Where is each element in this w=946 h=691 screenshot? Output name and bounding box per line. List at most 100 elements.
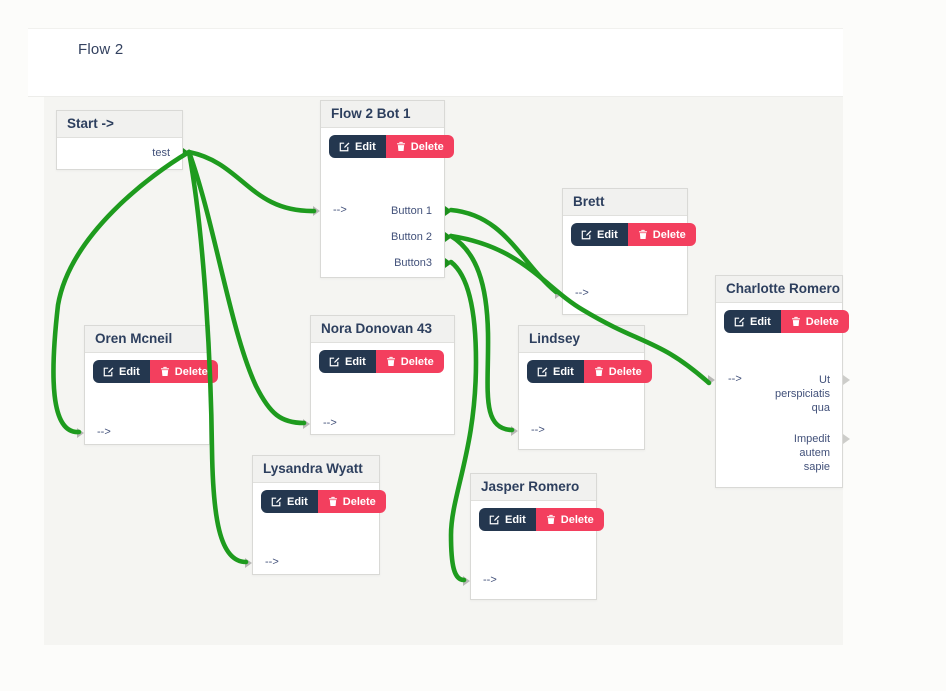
node-title[interactable]: Flow 2 Bot 1 [321, 101, 444, 128]
node-title[interactable]: Nora Donovan 43 [311, 316, 454, 343]
edit-button[interactable]: Edit [527, 360, 584, 383]
edit-button-label: Edit [355, 140, 376, 153]
delete-button-label: Delete [342, 495, 376, 508]
trash-icon [546, 514, 555, 524]
input-port-label: --> [97, 426, 111, 438]
input-port-icon[interactable] [463, 576, 470, 586]
node-actions: Edit Delete [571, 223, 696, 246]
port-row: Button 2 [321, 229, 452, 245]
edit-button[interactable]: Edit [724, 310, 781, 333]
output-port-icon[interactable] [183, 148, 190, 158]
input-port-icon[interactable] [555, 289, 562, 299]
output-port-label: Button 1 [391, 205, 432, 217]
flow-header: Flow 2 [28, 28, 843, 97]
delete-button[interactable]: Delete [385, 135, 454, 158]
port-row: --> [245, 555, 379, 571]
output-port-icon[interactable] [843, 375, 850, 385]
edit-button-label: Edit [505, 513, 526, 526]
node-actions: Edit Delete [319, 350, 446, 373]
output-port-icon[interactable] [843, 434, 850, 444]
input-port-label: --> [728, 373, 742, 385]
delete-button[interactable]: Delete [583, 360, 652, 383]
output-port-label: Button3 [394, 257, 432, 269]
delete-button[interactable]: Delete [627, 223, 696, 246]
node-actions: Edit Delete [93, 360, 218, 383]
input-port-icon[interactable] [245, 558, 252, 568]
delete-button[interactable]: Delete [317, 490, 386, 513]
output-port-icon[interactable] [445, 232, 452, 242]
port-row: test [57, 145, 190, 161]
trash-icon [638, 229, 647, 239]
trash-icon [594, 366, 603, 376]
edit-icon [489, 515, 500, 525]
edit-button[interactable]: Edit [479, 508, 536, 531]
trash-icon [160, 366, 169, 376]
delete-button-label: Delete [608, 365, 642, 378]
output-port-label: Impedit autem sapie [793, 433, 830, 473]
edit-button-label: Edit [119, 365, 140, 378]
node-title[interactable]: Brett [563, 189, 687, 216]
edit-button-label: Edit [345, 355, 366, 368]
delete-button-label: Delete [652, 228, 686, 241]
input-port-icon[interactable] [303, 419, 310, 429]
input-port-icon[interactable] [708, 375, 715, 385]
node-actions: Edit Delete [527, 360, 652, 383]
node-title[interactable]: Oren Mcneil [85, 326, 209, 353]
edit-button-label: Edit [553, 365, 574, 378]
edit-button[interactable]: Edit [319, 350, 376, 373]
input-port-icon[interactable] [77, 428, 84, 438]
node-brett[interactable]: Brett Edit Delete --> [555, 188, 696, 315]
input-port-icon[interactable] [313, 206, 320, 216]
input-port-label: --> [575, 287, 589, 299]
port-row: --> [463, 573, 596, 589]
edit-icon [329, 357, 340, 367]
output-port-icon[interactable] [445, 206, 452, 216]
delete-button-label: Delete [400, 355, 434, 368]
node-actions: Edit Delete [724, 310, 849, 333]
input-port-icon[interactable] [511, 426, 518, 436]
node-lysandra-wyatt[interactable]: Lysandra Wyatt Edit Delete --> [245, 455, 386, 575]
edit-button[interactable]: Edit [93, 360, 150, 383]
flow-title: Flow 2 [78, 41, 124, 58]
port-row: --> [555, 286, 687, 302]
delete-button[interactable]: Delete [375, 350, 444, 373]
edit-icon [734, 317, 745, 327]
trash-icon [396, 141, 405, 151]
delete-button-label: Delete [560, 513, 594, 526]
input-port-label: --> [483, 574, 497, 586]
delete-button[interactable]: Delete [535, 508, 604, 531]
node-start[interactable]: Start -> test [56, 110, 190, 170]
edit-icon [339, 142, 350, 152]
node-title[interactable]: Lindsey [519, 326, 644, 353]
edit-button-label: Edit [750, 315, 771, 328]
port-row: Button3 [321, 255, 452, 271]
node-oren-mcneil[interactable]: Oren Mcneil Edit Delete --> [77, 325, 218, 445]
input-port-label: --> [323, 417, 337, 429]
edit-button[interactable]: Edit [329, 135, 386, 158]
trash-icon [791, 316, 800, 326]
node-jasper-romero[interactable]: Jasper Romero Edit Delete --> [463, 473, 604, 600]
delete-button-label: Delete [805, 315, 839, 328]
port-row: -->Button 1 [313, 203, 452, 219]
node-charlotte-romero[interactable]: Charlotte Romero Edit Delete -->Ut persp… [708, 275, 850, 488]
port-row: -->Ut perspiciatis qua [708, 372, 850, 414]
delete-button[interactable]: Delete [780, 310, 849, 333]
node-title[interactable]: Jasper Romero [471, 474, 596, 501]
port-row: --> [303, 416, 454, 432]
node-title[interactable]: Start -> [57, 111, 182, 138]
edit-button-label: Edit [597, 228, 618, 241]
node-lindsey[interactable]: Lindsey Edit Delete --> [511, 325, 652, 450]
edit-button[interactable]: Edit [571, 223, 628, 246]
input-port-label: --> [531, 424, 545, 436]
edit-button[interactable]: Edit [261, 490, 318, 513]
edit-icon [537, 367, 548, 377]
node-nora-donovan-43[interactable]: Nora Donovan 43 Edit Delete --> [303, 315, 455, 435]
output-port-icon[interactable] [445, 258, 452, 268]
edit-button-label: Edit [287, 495, 308, 508]
node-title[interactable]: Lysandra Wyatt [253, 456, 379, 483]
output-port-label: Button 2 [391, 231, 432, 243]
delete-button[interactable]: Delete [149, 360, 218, 383]
output-port-label: test [152, 147, 170, 159]
node-title[interactable]: Charlotte Romero [716, 276, 842, 303]
